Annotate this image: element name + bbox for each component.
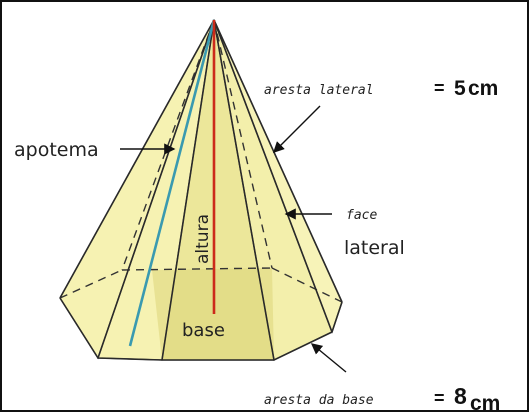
base-label: base (182, 320, 225, 341)
aresta-lateral-arrow (273, 105, 321, 153)
aresta-da-base-unit: cm (470, 392, 500, 414)
apotema-label: apotema (14, 139, 99, 161)
aresta-da-base-name: aresta da base (264, 393, 374, 408)
aresta-da-base-label: aresta da base = 8 cm (264, 383, 500, 414)
aresta-lateral-equals: = (434, 78, 445, 98)
face-label: face (346, 208, 377, 223)
altura-label: altura (193, 214, 213, 264)
visible-edges (59, 19, 343, 361)
aresta-lateral-unit: cm (468, 77, 498, 100)
lateral-label: lateral (344, 237, 405, 259)
face-lateral-label: face lateral (344, 208, 405, 259)
aresta-lateral-label: aresta lateral = 5 cm (264, 77, 498, 100)
aresta-lateral-name: aresta lateral (264, 83, 374, 98)
aresta-da-base-value: 8 (454, 383, 467, 409)
aresta-base-arrow (310, 343, 347, 373)
aresta-da-base-equals: = (434, 388, 445, 408)
apotema-line (128, 19, 216, 347)
aresta-lateral-value: 5 (454, 77, 466, 100)
